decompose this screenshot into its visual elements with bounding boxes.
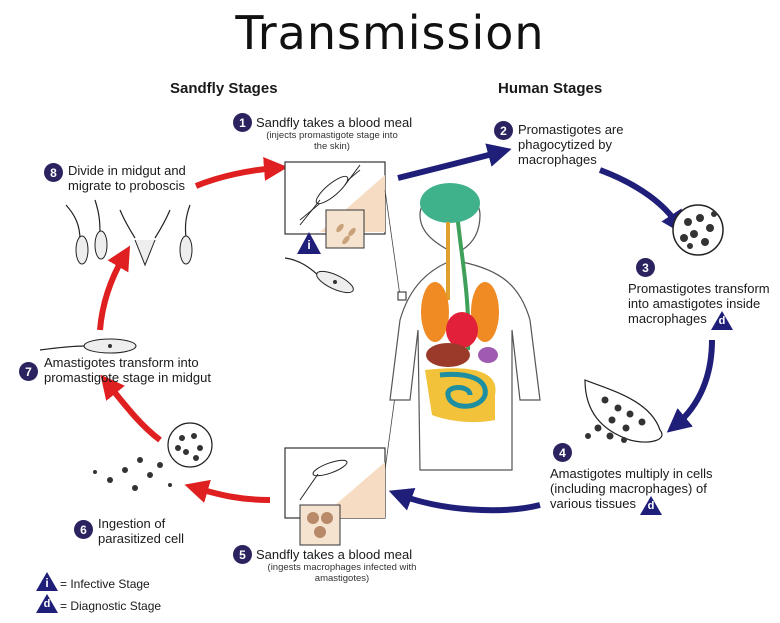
tissue-amastigotes-illustration	[584, 379, 663, 443]
dividing-promastigotes-illustration	[65, 199, 193, 267]
infective-stage-icon	[297, 232, 321, 254]
step-2-text: Promastigotes are phagocytized by macrop…	[518, 122, 624, 167]
step-8-text: Divide in midgut and migrate to probosci…	[68, 163, 186, 193]
arrow-5-to-6	[184, 479, 271, 503]
parasitized-cell-illustration	[93, 422, 213, 491]
legend-diagnostic-icon	[36, 594, 58, 613]
step-6-badge: 6	[74, 520, 93, 539]
step-5-text: Sandfly takes a blood meal	[256, 547, 413, 562]
legend-diagnostic-letter: d	[43, 598, 51, 610]
macrophage-illustration	[672, 204, 724, 256]
arrow-3-to-4	[666, 339, 715, 433]
human-body-illustration	[389, 183, 541, 471]
midgut-promastigote-illustration	[39, 338, 137, 354]
step-5-subtext: (ingests macrophages infected with amast…	[267, 562, 417, 584]
step-7-badge: 7	[19, 362, 38, 381]
legend-infective-label: = Infective Stage	[60, 577, 150, 591]
legend-infective-letter: i	[45, 576, 49, 590]
diagnostic-stage-icon-step-3	[711, 311, 733, 330]
step-4-badge: 4	[553, 443, 572, 462]
step-3-text: Promastigotes transform into amastigotes…	[628, 281, 770, 326]
promastigote-illustration	[284, 257, 354, 294]
sandfly-bite-bottom-illustration	[284, 447, 386, 546]
sandfly-stages-header: Sandfly Stages	[170, 80, 278, 97]
arrow-1-to-2	[397, 143, 512, 181]
step-6-text: Ingestion of parasitized cell	[98, 516, 184, 546]
diagnostic-stage-icon-step-4	[640, 496, 662, 515]
step-4-text: Amastigotes multiply in cells (including…	[550, 466, 713, 511]
page-title: Transmission	[235, 6, 545, 60]
legend-infective-icon	[36, 572, 58, 591]
sandfly-bite-top-illustration	[284, 161, 386, 249]
step-3-badge: 3	[636, 258, 655, 277]
step-8-badge: 8	[44, 163, 63, 182]
arrow-6-to-7	[100, 374, 162, 443]
arrow-4-to-5	[388, 487, 541, 514]
diagnostic-badge-letter-step-4: d	[647, 500, 655, 512]
legend-diagnostic-label: = Diagnostic Stage	[60, 599, 162, 613]
step-1-text: Sandfly takes a blood meal	[256, 115, 413, 130]
arrow-8-to-1	[194, 156, 288, 189]
arrow-7-to-8	[97, 245, 131, 331]
infective-badge-letter: i	[307, 238, 311, 252]
arrow-2-to-3	[598, 167, 685, 236]
human-stages-header: Human Stages	[498, 80, 603, 97]
step-2-badge: 2	[494, 121, 513, 140]
step-1-badge: 1	[233, 113, 252, 132]
step-1-subtext: (injects promastigote stage into the ski…	[266, 130, 398, 152]
step-7-text: Amastigotes transform into promastigote …	[44, 355, 211, 385]
step-5-badge: 5	[233, 545, 252, 564]
diagnostic-badge-letter-step-3: d	[718, 315, 726, 327]
